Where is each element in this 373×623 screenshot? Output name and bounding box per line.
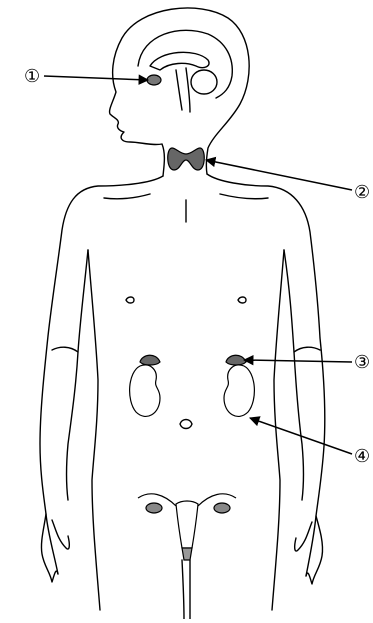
pointer-arrows <box>44 76 352 454</box>
cerebellum <box>191 70 217 94</box>
brain-structure <box>150 52 209 70</box>
labels: ① ② ③ ④ <box>24 66 370 467</box>
left-hip <box>88 250 100 610</box>
arrow-3 <box>244 360 352 362</box>
right-arm-inner <box>284 250 304 500</box>
collarbone-right <box>220 194 268 199</box>
nipple-right <box>238 297 246 303</box>
label-1: ① <box>24 66 40 87</box>
uterus <box>176 501 198 548</box>
collarbone-left <box>104 194 150 199</box>
ovary-right <box>214 503 230 513</box>
elbow-right <box>294 347 320 352</box>
left-hand <box>41 514 69 582</box>
thyroid-gland <box>168 148 205 170</box>
arrow-2 <box>206 160 352 190</box>
glands <box>130 75 255 560</box>
right-hand <box>295 516 323 584</box>
kidney-left <box>130 365 160 416</box>
torso-outline-right <box>207 174 325 576</box>
brainstem <box>176 68 190 112</box>
nipple-left <box>126 297 134 303</box>
label-4: ④ <box>354 446 370 467</box>
cervix <box>182 548 192 560</box>
adrenal-gland-left <box>140 355 160 365</box>
torso-outline <box>40 176 163 574</box>
adrenal-gland-right <box>226 355 246 365</box>
elbow-left <box>52 347 78 352</box>
pituitary-gland <box>147 75 161 85</box>
label-2: ② <box>354 182 370 203</box>
label-3: ③ <box>354 352 370 373</box>
left-arm-inner <box>67 250 89 500</box>
ovary-left <box>146 503 162 513</box>
body-outline <box>40 8 325 619</box>
inner-legs <box>182 560 190 619</box>
kidney-right <box>224 365 254 416</box>
arrow-1 <box>44 76 148 80</box>
navel <box>180 420 192 429</box>
arrow-4 <box>250 418 352 454</box>
